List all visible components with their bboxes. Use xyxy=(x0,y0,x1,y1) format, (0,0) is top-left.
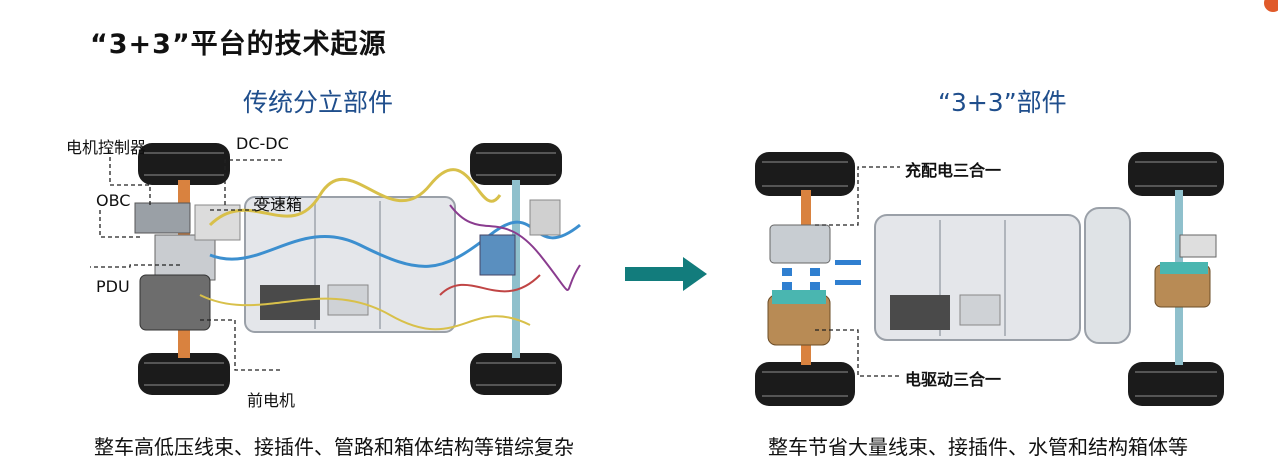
label-front-motor: 前电机 xyxy=(247,391,296,410)
corner-decoration xyxy=(1264,0,1278,12)
integrated-chassis-illustration xyxy=(755,152,1224,406)
wheel-rear-left xyxy=(470,143,562,185)
label-motor-controller: 电机控制器 xyxy=(66,138,147,157)
left-heading: 传统分立部件 xyxy=(243,88,394,117)
pdu-unit xyxy=(154,234,216,281)
label-charging-unit: 充配电三合一 xyxy=(905,161,1002,180)
slide-title: “3+3”平台的技术起源 xyxy=(90,29,387,60)
wheel-rear-right xyxy=(470,353,562,395)
label-drive-unit: 电驱动三合一 xyxy=(905,370,1002,389)
label-dcdc: DC-DC xyxy=(236,134,289,153)
wheel-front-right xyxy=(138,353,230,395)
label-pdu: PDU xyxy=(96,277,130,296)
wheel-rear-left xyxy=(1128,152,1224,196)
label-gearbox: 变速箱 xyxy=(254,195,303,214)
left-caption: 整车高低压线束、接插件、管路和箱体结构等错综复杂 xyxy=(94,435,574,459)
charging-unit xyxy=(769,224,831,264)
wheel-front-right xyxy=(755,362,855,406)
transition-arrow-icon xyxy=(625,257,707,291)
front-motor-unit xyxy=(139,274,211,331)
right-caption: 整车节省大量线束、接插件、水管和结构箱体等 xyxy=(768,435,1188,459)
wheel-front-left xyxy=(138,143,230,185)
traditional-chassis-illustration xyxy=(90,143,581,395)
wheel-rear-right xyxy=(1128,362,1224,406)
right-heading: “3+3”部件 xyxy=(938,88,1067,117)
wheel-front-left xyxy=(755,152,855,196)
obc-unit xyxy=(134,202,191,234)
rear-axle xyxy=(512,180,520,358)
label-obc: OBC xyxy=(96,191,131,210)
